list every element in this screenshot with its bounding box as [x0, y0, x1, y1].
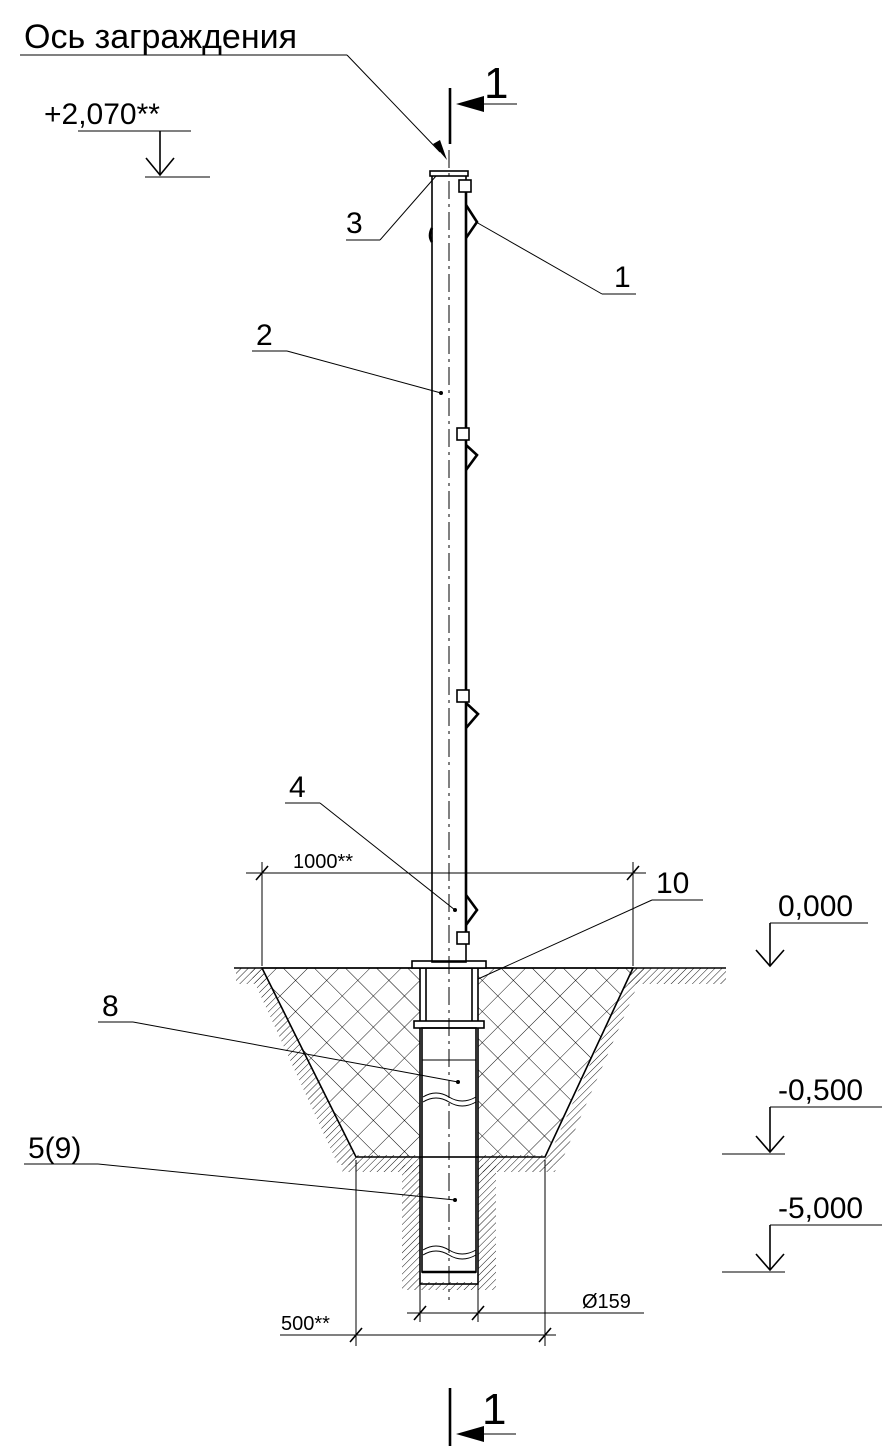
section-arrow-head-bottom	[456, 1426, 484, 1442]
section-arrow-head-top	[456, 96, 484, 112]
callout-3-label: 3	[346, 207, 363, 240]
soil-pit-right-wall	[545, 968, 645, 1165]
callout-1-leader	[475, 221, 603, 295]
callout-4-label: 4	[289, 771, 306, 804]
callout-2-label: 2	[256, 319, 273, 352]
level-top-label: +2,070**	[44, 98, 160, 131]
callout-8-dot	[456, 1080, 460, 1084]
axis-leader-arrow	[433, 140, 447, 160]
mesh-clamp-3	[456, 689, 480, 729]
level-mid-label: -0,500	[778, 1074, 863, 1107]
section-mark-top: 1	[484, 59, 508, 108]
callout-8-leader	[132, 1021, 459, 1083]
soil-pit-left-wall	[248, 968, 360, 1165]
dim-top-tick-left	[255, 865, 269, 881]
section-mark-bottom: 1	[482, 1385, 506, 1434]
soil-shelf-left	[342, 1155, 420, 1172]
soil-hole-walls	[402, 1165, 496, 1290]
level-mid-arrow-icon	[755, 1135, 785, 1154]
dim-width-bottom: 500**	[281, 1313, 330, 1335]
callout-10-label: 10	[656, 867, 689, 900]
callout-2-dot	[439, 391, 443, 395]
level-ground-label: 0,000	[778, 890, 853, 923]
dim-bottom-tick-left	[349, 1327, 363, 1343]
callout-8-label: 8	[102, 990, 119, 1023]
dim-diameter: Ø159	[582, 1291, 631, 1313]
callout-4-leader	[319, 802, 456, 911]
callout-5-leader	[97, 1163, 456, 1201]
dim-diam-tick-left	[413, 1305, 427, 1321]
level-ground-arrow-icon	[755, 949, 785, 968]
soil-shelf-right	[478, 1155, 556, 1172]
dim-top-tick-right	[626, 865, 640, 881]
backfill-cross-hatch	[260, 967, 635, 1158]
callout-2-leader	[286, 350, 442, 394]
dim-width-top: 1000**	[293, 851, 353, 873]
level-top-arrow-icon	[145, 157, 175, 177]
callout-4-dot	[453, 908, 457, 912]
callout-10-leader	[477, 899, 653, 980]
mesh-clamp-4	[456, 894, 479, 945]
soil-surface-right	[626, 968, 726, 984]
level-bottom-label: -5,000	[778, 1192, 863, 1225]
callout-1-label: 1	[614, 261, 631, 294]
mesh-clamp-1	[458, 179, 479, 239]
callout-5-dot	[453, 1198, 457, 1202]
axis-leader-line	[346, 54, 441, 153]
post-side-bulge	[428, 227, 434, 243]
fence-axis-title: Ось заграждения	[24, 18, 297, 56]
dim-diam-tick-right	[471, 1305, 485, 1321]
callout-3-leader	[379, 175, 437, 241]
callout-5-label: 5(9)	[28, 1132, 81, 1165]
level-bottom-arrow-icon	[755, 1253, 785, 1272]
mesh-clamp-2	[456, 427, 479, 471]
dim-bottom-tick-right	[538, 1327, 552, 1343]
